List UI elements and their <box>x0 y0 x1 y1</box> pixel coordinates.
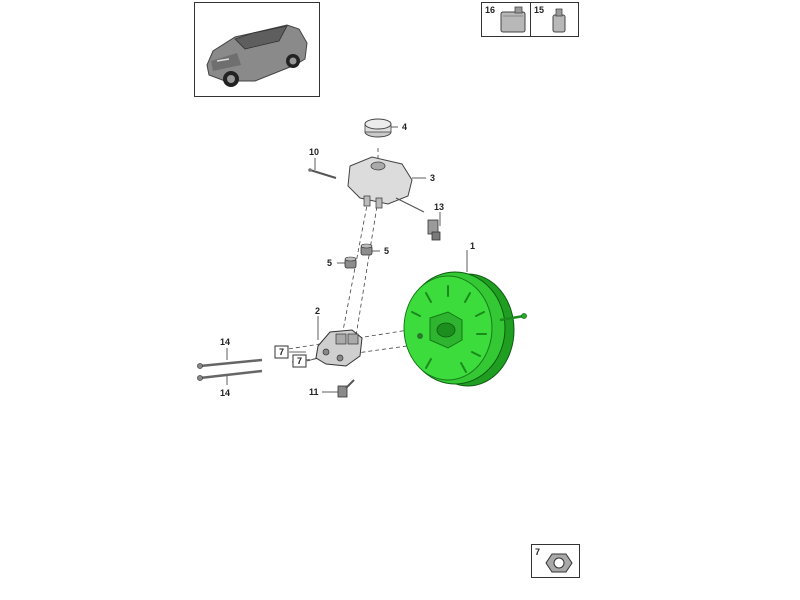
callout-10: 10 <box>309 147 319 157</box>
svg-text:7: 7 <box>279 347 284 357</box>
brake-master-cylinder <box>315 329 363 367</box>
callout-2: 2 <box>315 306 320 316</box>
svg-text:7: 7 <box>297 356 302 366</box>
callout-11: 11 <box>309 387 319 397</box>
fluid-level-sensor <box>427 219 441 241</box>
callout-1: 1 <box>470 241 475 251</box>
hex-nut-icon <box>545 553 573 573</box>
part-number-7: 7 <box>535 547 541 557</box>
fluid-canister-icon <box>500 6 526 33</box>
brake-fluid-reservoir <box>347 156 425 213</box>
reservoir-grommet-right <box>360 243 373 256</box>
vehicle-thumbnail <box>194 2 320 97</box>
fluid-parts-box: 16 15 <box>481 2 579 37</box>
brake-booster <box>403 271 527 387</box>
callout-7-box-upper: 7 <box>274 345 289 359</box>
reservoir-pin <box>308 168 337 179</box>
mounting-bolt-lower <box>197 369 263 381</box>
callout-7-box-lower: 7 <box>292 354 307 368</box>
nut-part-box: 7 <box>531 544 580 578</box>
reservoir-grommet-left <box>344 256 357 269</box>
mounting-bolt-upper <box>197 358 263 369</box>
callout-4: 4 <box>402 122 407 132</box>
suv-vehicle-icon <box>206 24 308 87</box>
callout-14-lower: 14 <box>220 388 230 398</box>
reservoir-cap <box>364 118 392 138</box>
pressure-sensor <box>337 379 355 398</box>
callout-14-upper: 14 <box>220 337 230 347</box>
part-number-16: 16 <box>485 5 496 15</box>
callout-5-left: 5 <box>327 258 332 268</box>
callout-5-right: 5 <box>384 246 389 256</box>
fluid-bottle-icon <box>552 8 566 33</box>
callout-3: 3 <box>430 173 435 183</box>
part-number-15: 15 <box>534 5 545 15</box>
callout-13: 13 <box>434 202 444 212</box>
